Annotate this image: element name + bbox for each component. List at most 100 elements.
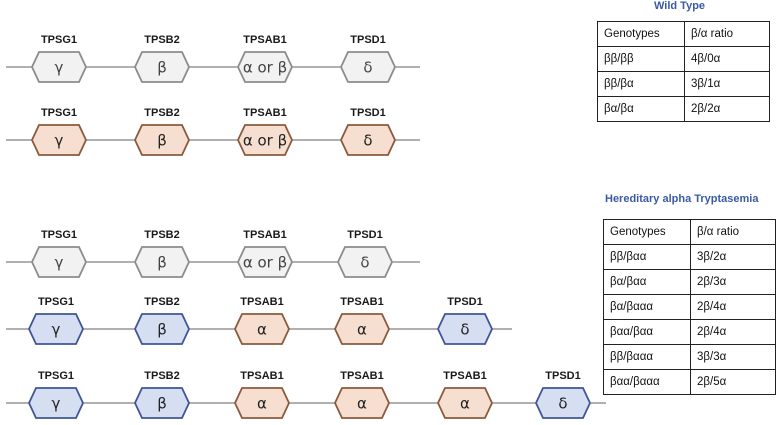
gene-label: TPSAB1: [240, 370, 283, 382]
table-header-row: Genotypes β/α ratio: [603, 219, 776, 245]
gene-symbol: α: [460, 395, 470, 413]
gene-label: TPSG1: [41, 34, 77, 46]
gene-hexagon: [437, 387, 493, 419]
gene-symbol: α: [357, 321, 367, 339]
gene-hexagon: [234, 387, 290, 419]
genotype-cell: βαα/βααα: [603, 369, 691, 395]
ratio-cell: 4β/0α: [684, 46, 770, 72]
table-header-row: Genotypes β/α ratio: [597, 21, 770, 47]
gene-label: TPSB2: [144, 229, 179, 241]
ratio-cell: 3β/3α: [690, 344, 776, 370]
header-ratio: β/α ratio: [684, 21, 770, 47]
table-row: ββ/ββ 4β/0α: [597, 46, 770, 72]
gene-tpsb2: TPSB2 β: [134, 296, 190, 345]
genotype-cell: βαα/βαα: [603, 319, 691, 345]
gene-label: TPSG1: [38, 296, 74, 308]
gene-hexagon: [340, 51, 396, 83]
gene-hexagon: [28, 313, 84, 345]
table-row: ββ/βαα 3β/2α: [603, 244, 776, 270]
gene-tpsb2: TPSB2 β: [134, 229, 190, 278]
gene-label: TPSG1: [41, 107, 77, 119]
gene-hexagon: [31, 246, 87, 278]
gene-symbol: β: [157, 59, 167, 77]
gene-tpsb2: TPSB2 β: [134, 34, 190, 83]
gene-hexagon: [234, 313, 290, 345]
gene-symbol: γ: [52, 321, 61, 339]
gene-hexagon: [437, 313, 493, 345]
gene-label: TPSAB1: [243, 107, 286, 119]
gene-symbol: δ: [363, 132, 372, 150]
table-row: βα/βα 2β/2α: [597, 96, 770, 122]
gene-symbol: δ: [363, 59, 372, 77]
hat-title: Hereditary alpha Tryptasemia: [605, 193, 759, 205]
gene-tpsg1: TPSG1 γ: [31, 107, 87, 156]
table-row: ββ/βα 3β/1α: [597, 71, 770, 97]
gene-symbol: β: [157, 395, 167, 413]
wild-type-title: Wild Type: [654, 0, 706, 12]
gene-hexagon: [134, 246, 190, 278]
gene-label: TPSAB1: [240, 296, 283, 308]
gene-label: TPSD1: [350, 34, 385, 46]
gene-tpsd1: TPSD1 δ: [340, 34, 396, 83]
header-genotypes: Genotypes: [603, 219, 691, 245]
ratio-cell: 3β/1α: [684, 71, 770, 97]
gene-label: TPSD1: [545, 370, 580, 382]
gene-label: TPSB2: [144, 34, 179, 46]
table-row: βαα/βαα 2β/4α: [603, 319, 776, 345]
gene-label: TPSD1: [350, 107, 385, 119]
gene-hexagon: [31, 51, 87, 83]
gene-hexagon: [31, 124, 87, 156]
gene-symbol: β: [157, 321, 167, 339]
ratio-cell: 2β/3α: [690, 269, 776, 295]
ratio-cell: 2β/2α: [684, 96, 770, 122]
gene-symbol: γ: [55, 132, 64, 150]
genotype-cell: ββ/ββ: [597, 46, 685, 72]
ratio-cell: 3β/2α: [690, 244, 776, 270]
gene-label: TPSAB1: [443, 370, 486, 382]
gene-label: TPSB2: [144, 296, 179, 308]
header-genotypes: Genotypes: [597, 21, 685, 47]
gene-label: TPSB2: [144, 107, 179, 119]
gene-hexagon: [237, 124, 293, 156]
gene-label: TPSG1: [38, 370, 74, 382]
gene-hexagon: [340, 124, 396, 156]
genotype-cell: ββ/βα: [597, 71, 685, 97]
gene-tpsab1: TPSAB1 α: [334, 296, 390, 345]
gene-tpsg1: TPSG1 γ: [31, 229, 87, 278]
gene-tpsg1: TPSG1 γ: [31, 34, 87, 83]
gene-label: TPSG1: [41, 229, 77, 241]
gene-symbol: δ: [360, 254, 369, 272]
gene-tpsd1: TPSD1 δ: [535, 370, 591, 419]
gene-symbol: γ: [55, 59, 64, 77]
genotype-cell: βα/βα: [597, 96, 685, 122]
table-row: βα/βααα 2β/4α: [603, 294, 776, 320]
gene-hexagon: [337, 246, 393, 278]
gene-symbol: δ: [558, 395, 567, 413]
ratio-cell: 2β/5α: [690, 369, 776, 395]
gene-hexagon: [237, 51, 293, 83]
gene-symbol: β: [157, 254, 167, 272]
gene-symbol: δ: [460, 321, 469, 339]
gene-tpsab1: TPSAB1 α: [437, 370, 493, 419]
gene-label: TPSAB1: [340, 296, 383, 308]
gene-hexagon: [28, 387, 84, 419]
gene-hexagon: [134, 387, 190, 419]
gene-hexagon: [334, 387, 390, 419]
genotype-cell: βα/βααα: [603, 294, 691, 320]
gene-hexagon: [134, 313, 190, 345]
gene-hexagon: [334, 313, 390, 345]
gene-tpsg1: TPSG1 γ: [28, 296, 84, 345]
table-row: βαα/βααα 2β/5α: [603, 369, 776, 395]
gene-symbol: γ: [55, 254, 64, 272]
